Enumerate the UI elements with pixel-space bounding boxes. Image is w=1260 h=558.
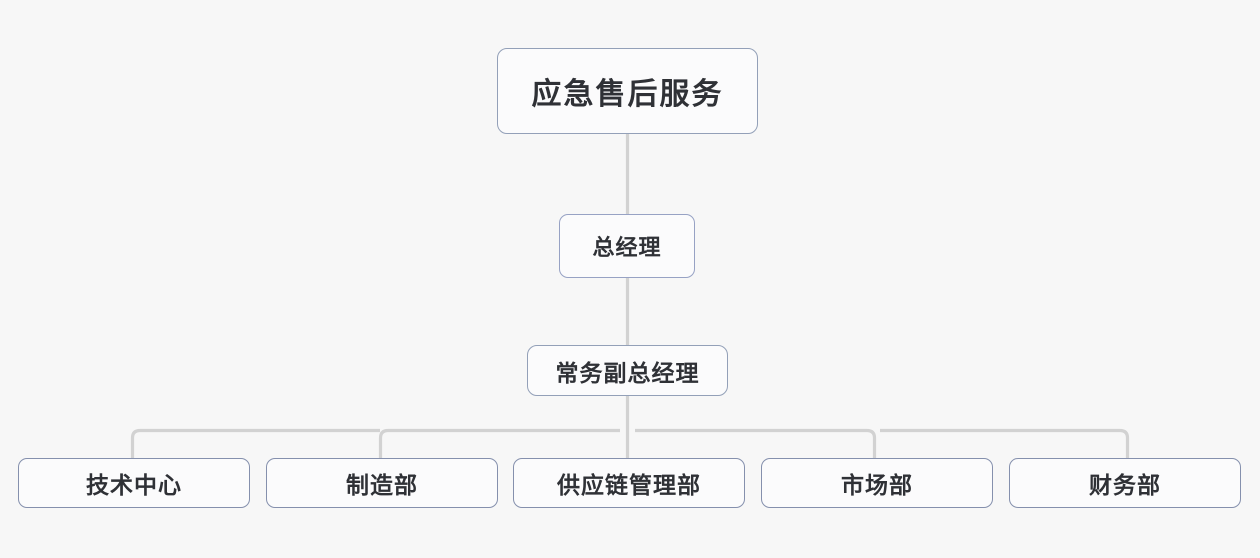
node-department-finance[interactable]: 财务部 — [1009, 458, 1241, 508]
node-department-supply-chain-management[interactable]: 供应链管理部 — [513, 458, 745, 508]
node-department-technology-center[interactable]: 技术中心 — [18, 458, 250, 508]
node-department-marketing[interactable]: 市场部 — [761, 458, 993, 508]
node-general-manager[interactable]: 总经理 — [559, 214, 695, 278]
edge-bus-to-dept1 — [378, 428, 620, 458]
node-root-label: 应急售后服务 — [531, 78, 724, 111]
node-department-label: 供应链管理部 — [557, 472, 701, 498]
node-deputy-general-manager-label: 常务副总经理 — [555, 359, 700, 386]
node-general-manager-label: 总经理 — [592, 235, 662, 260]
node-department-label: 财务部 — [1089, 472, 1161, 498]
node-department-label: 技术中心 — [86, 472, 182, 498]
node-department-label: 制造部 — [346, 472, 418, 498]
node-root[interactable]: 应急售后服务 — [497, 48, 758, 134]
node-deputy-general-manager[interactable]: 常务副总经理 — [527, 345, 728, 396]
node-department-label: 市场部 — [841, 472, 913, 498]
node-department-manufacturing[interactable]: 制造部 — [266, 458, 498, 508]
edge-bus-to-dept4 — [880, 428, 1130, 458]
edge-bus-to-dept3 — [635, 428, 877, 458]
edge-bus-to-dept0 — [130, 428, 380, 458]
